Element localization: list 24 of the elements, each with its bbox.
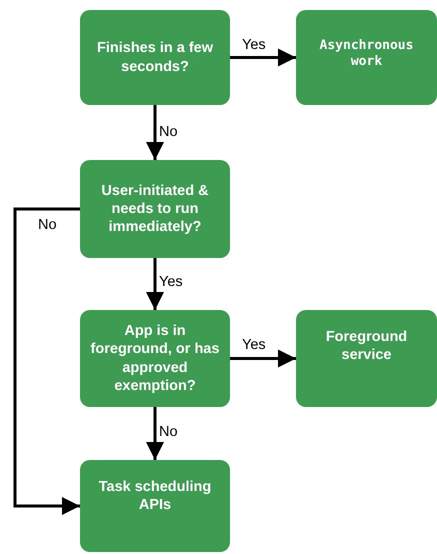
- edge-label: Yes: [241, 38, 267, 52]
- process-box: [80, 310, 230, 407]
- process-box: [296, 310, 437, 407]
- arrow: [146, 105, 164, 160]
- arrow: [146, 258, 164, 310]
- process-box: [80, 460, 230, 552]
- node-label: Asynchronous work: [318, 38, 414, 70]
- arrow: [230, 48, 296, 66]
- process-box: [296, 10, 437, 105]
- node-label: Finishes in a few seconds?: [96, 39, 214, 76]
- node-label: Task scheduling APIs: [98, 478, 212, 514]
- edge-label: Yes: [158, 275, 184, 290]
- edge-label: No: [37, 218, 58, 232]
- process-box: [80, 160, 230, 258]
- edge-label: Yes: [241, 338, 267, 352]
- arrow: [230, 350, 296, 368]
- process-box: [80, 10, 230, 105]
- arrow: [146, 407, 164, 460]
- node-label: User-initiated & needs to run immediately?: [100, 182, 210, 236]
- edge-label: No: [158, 125, 179, 140]
- node-label: Foreground service: [324, 328, 408, 364]
- edge-label: No: [158, 425, 179, 440]
- arrow: [14, 208, 80, 515]
- node-label: App is in foreground, or has approved exemption?: [90, 322, 220, 395]
